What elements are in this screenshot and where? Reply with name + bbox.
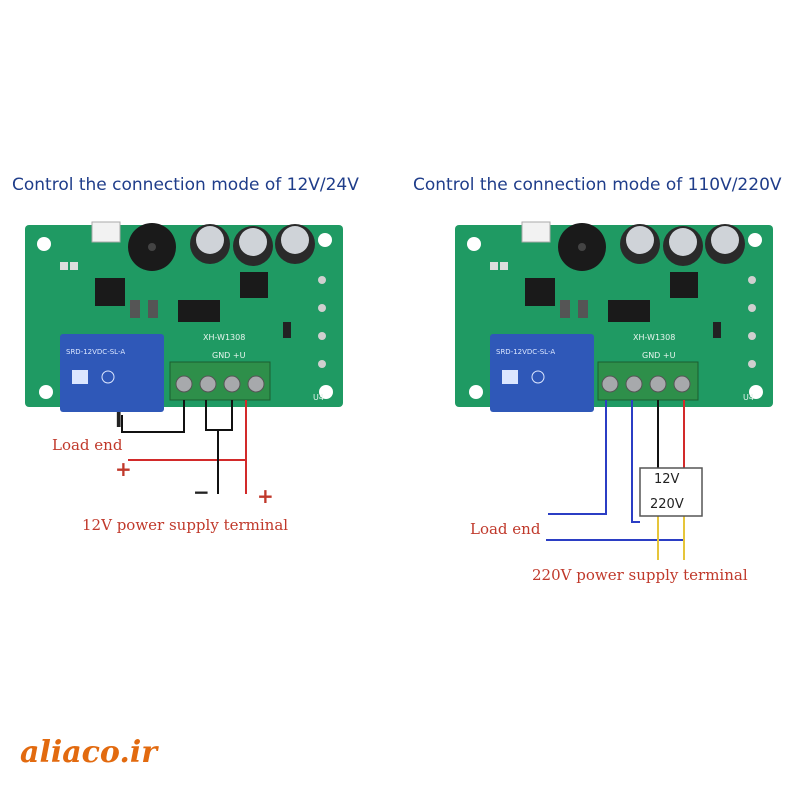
right-load-label: Load end: [470, 520, 541, 538]
left-supply-label: 12V power supply terminal: [82, 516, 289, 534]
left-load-label: Load end: [52, 436, 123, 454]
right-supply-label: 220V power supply terminal: [532, 566, 748, 584]
load-minus-sign: I: [115, 408, 123, 432]
right-pin-text: GND +U: [642, 351, 676, 360]
right-board: XH-W1308 GND +U U4 SRD-12VDC-SL-A: [455, 221, 773, 412]
right-wires: [546, 400, 685, 560]
power-adapter-box: [639, 467, 703, 517]
left-terminal-block: [169, 361, 271, 401]
supply-plus-sign: +: [257, 484, 274, 508]
right-terminal-block: [597, 361, 699, 401]
supply-minus-sign: −: [193, 480, 210, 504]
right-board-text: XH-W1308: [633, 333, 675, 342]
left-pin-text: GND +U: [212, 351, 246, 360]
left-corner-text: U4: [313, 393, 324, 402]
left-capacitors: [190, 224, 315, 266]
adapter-220v-label: 220V: [650, 497, 684, 512]
right-corner-text: U4: [743, 393, 754, 402]
left-board: XH-W1308 GND +U U4 SRD-12VDC-SL-A: [25, 221, 343, 412]
right-relay-text: SRD-12VDC-SL-A: [496, 348, 555, 356]
left-relay-text: SRD-12VDC-SL-A: [66, 348, 125, 356]
left-relay: SRD-12VDC-SL-A: [60, 334, 164, 412]
watermark: aliaco.ir: [20, 735, 158, 770]
left-board-text: XH-W1308: [203, 333, 245, 342]
adapter-12v-label: 12V: [654, 472, 680, 487]
left-wires: [121, 400, 247, 494]
left-title: Control the connection mode of 12V/24V: [12, 175, 359, 195]
right-relay: SRD-12VDC-SL-A: [490, 334, 594, 412]
right-capacitors: [620, 224, 745, 266]
load-plus-sign: +: [115, 457, 132, 481]
right-title: Control the connection mode of 110V/220V: [413, 175, 782, 195]
